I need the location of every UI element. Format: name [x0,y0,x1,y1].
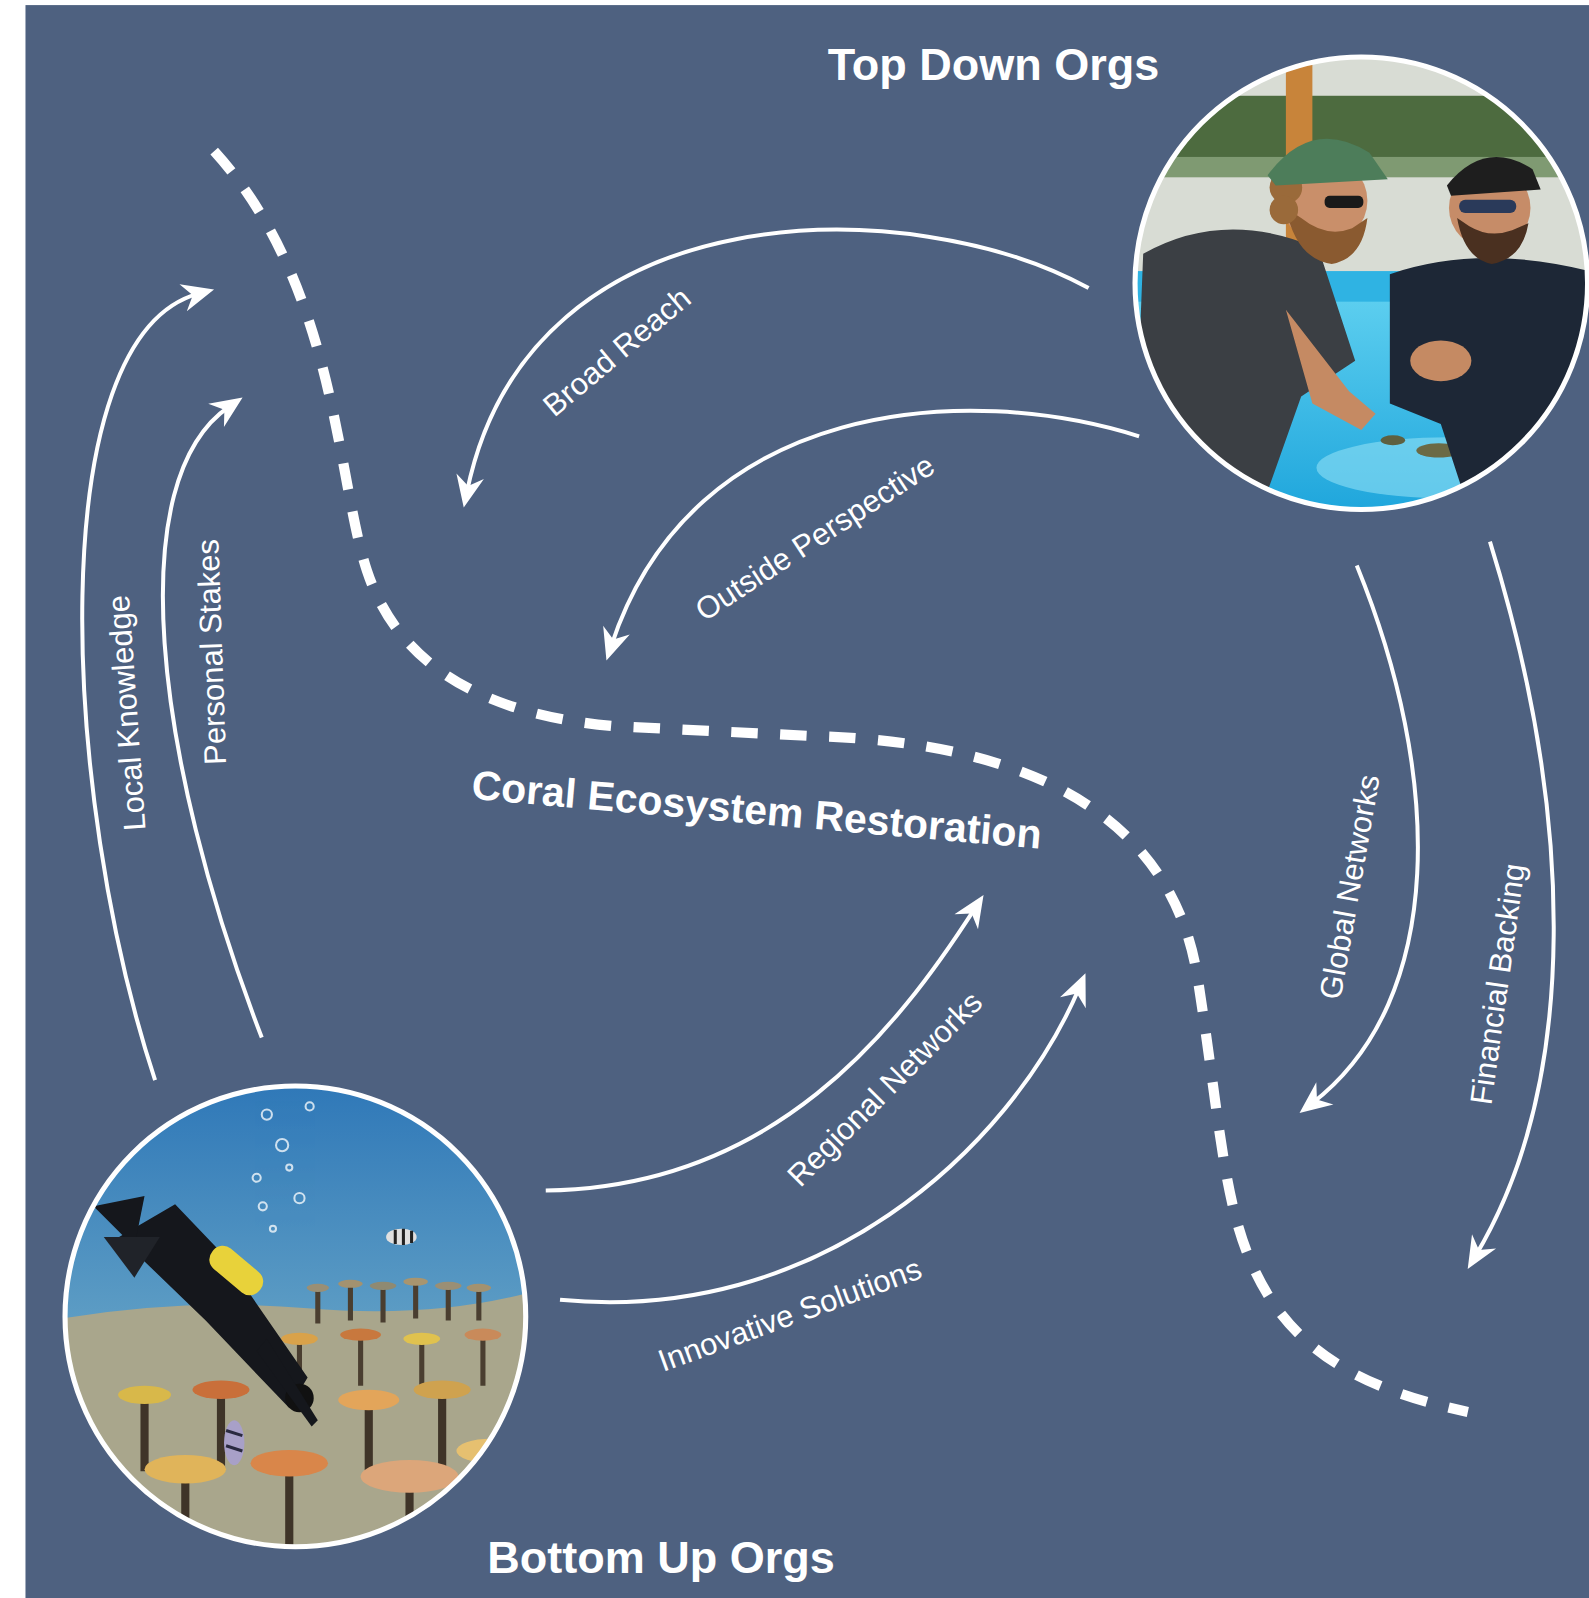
edge-label: Financial Backing [1464,861,1533,1107]
label-holder: Broad Reach [536,280,698,424]
flow-arrow [546,895,984,1191]
label-holder: Global Networks [1313,772,1388,1002]
arrow-line [1312,566,1418,1104]
edge-label: Local Knowledge [101,594,153,832]
photo-circle [1133,55,1589,512]
text-holder: Coral Ecosystem Restoration [470,762,1044,859]
arrow-line [560,988,1079,1302]
text-holder: Bottom Up Orgs [487,1532,834,1584]
flow-arrow [1468,542,1554,1269]
node-heading: Bottom Up Orgs [487,1532,834,1584]
edge-label: Outside Perspective [689,448,941,629]
arrow-line [611,411,1139,646]
label-holder: Personal Stakes [190,539,233,766]
flow-arrow [603,411,1139,661]
arrow-line [82,294,198,1081]
label-holder: Financial Backing [1464,861,1533,1107]
ground [25,5,1589,1598]
arrow-head [1300,1082,1334,1113]
arrow-head [603,626,630,661]
edge-label: Regional Networks [780,984,989,1193]
node-heading: Top Down Orgs [828,39,1160,91]
arrow-line [546,908,975,1190]
arrow-head [954,895,983,929]
text-holder: Top Down Orgs [828,39,1160,91]
org-circle: Bottom Up Orgs [63,1084,528,1549]
edge-label: Broad Reach [536,280,698,424]
arrow-head [208,397,242,427]
label-holder: Outside Perspective [689,448,941,629]
arrow-line [163,406,262,1037]
arrow-head [1060,973,1086,1008]
flow-arrow [1300,566,1418,1113]
flow-arrow [456,230,1088,508]
label-holder: Innovative Solutions [653,1251,926,1379]
flow-arrow [163,397,262,1037]
edge-label: Personal Stakes [190,539,233,766]
edge-label: Innovative Solutions [653,1251,926,1379]
flow-arrow [560,973,1086,1302]
label-holder: Local Knowledge [101,594,153,832]
label-holder: Regional Networks [780,984,989,1193]
edge-label: Global Networks [1313,772,1388,1002]
org-circle: Top Down Orgs [1133,55,1589,512]
arrow-head [179,284,214,311]
arrow-line [1476,542,1554,1255]
flow-arrow [82,284,214,1080]
photo-circle [63,1084,528,1549]
center-title: Coral Ecosystem Restoration [470,762,1044,859]
arrow-head [456,473,483,507]
arrow-head [1468,1234,1496,1269]
